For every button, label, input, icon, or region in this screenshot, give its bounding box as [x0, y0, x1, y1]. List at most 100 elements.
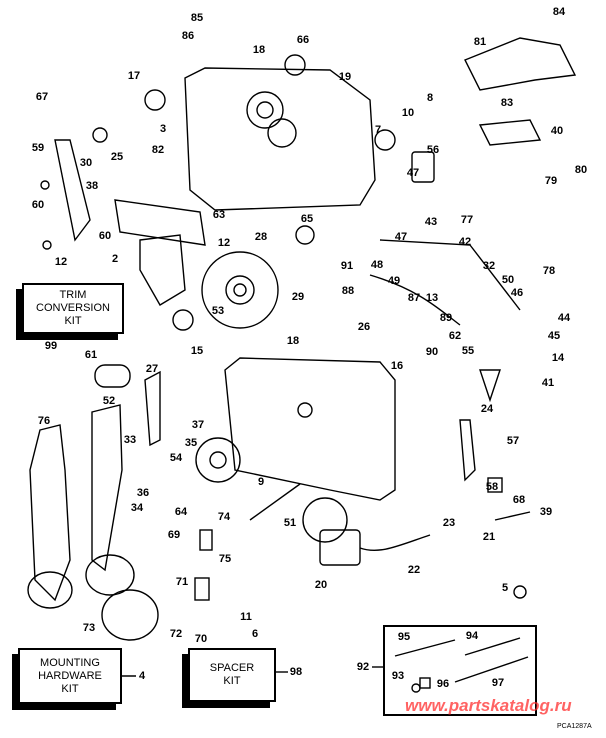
callout-5: 5	[501, 582, 509, 594]
callout-12: 12	[54, 256, 68, 268]
callout-65: 65	[300, 213, 314, 225]
callout-72: 72	[169, 628, 183, 640]
callout-22: 22	[407, 564, 421, 576]
callout-61: 61	[84, 349, 98, 361]
callout-48: 48	[370, 259, 384, 271]
callout-19: 19	[338, 71, 352, 83]
kit-label: SPACER	[209, 662, 255, 674]
callout-83: 83	[500, 97, 514, 109]
lower-housing	[224, 357, 396, 501]
callout-64: 64	[174, 506, 188, 518]
callout-89: 89	[439, 312, 453, 324]
kit-label: HARDWARE	[38, 669, 102, 682]
kit-92-box	[383, 625, 537, 716]
callout-16: 16	[390, 360, 404, 372]
kit-label: MOUNTING	[40, 656, 100, 669]
callout-77: 77	[460, 214, 474, 226]
kit-label: KIT	[61, 682, 79, 695]
callout-11: 11	[240, 611, 252, 623]
callout-21: 21	[482, 531, 496, 543]
callout-68: 68	[512, 494, 526, 506]
callout-29: 29	[291, 291, 305, 303]
callout-26: 26	[357, 321, 371, 333]
kit-label: TRIM	[59, 289, 87, 301]
handle-52	[91, 404, 123, 572]
callout-60: 60	[31, 199, 45, 211]
callout-60: 60	[98, 230, 112, 242]
cam-wheel	[201, 251, 279, 329]
callout-13: 13	[425, 292, 439, 304]
callout-71: 71	[175, 576, 189, 588]
callout-6: 6	[251, 628, 259, 640]
callout-91: 91	[340, 260, 354, 272]
watermark: www.partskatalog.ru	[405, 696, 572, 715]
callout-88: 88	[341, 285, 355, 297]
callout-50: 50	[501, 274, 515, 286]
callout-95: 95	[397, 631, 411, 643]
callout-78: 78	[542, 265, 556, 277]
callout-10: 10	[401, 107, 415, 119]
callout-69: 69	[167, 529, 181, 541]
callout-51: 51	[283, 517, 297, 529]
callout-97: 97	[491, 677, 505, 689]
kit-label: KIT	[64, 315, 82, 327]
kit-label: CONVERSION	[36, 302, 110, 314]
callout-42: 42	[458, 236, 472, 248]
callout-82: 82	[151, 144, 165, 156]
callout-56: 56	[426, 144, 440, 156]
handle-76	[29, 424, 71, 602]
drawing-code: PCA1287A	[557, 723, 592, 730]
callout-47: 47	[406, 167, 420, 179]
callout-75: 75	[218, 553, 232, 565]
callout-15: 15	[190, 345, 204, 357]
callout-99: 99	[44, 340, 58, 352]
callout-28: 28	[254, 231, 268, 243]
callout-4: 4	[138, 670, 146, 682]
callout-38: 38	[85, 180, 99, 192]
callout-8: 8	[426, 92, 434, 104]
callout-52: 52	[102, 395, 116, 407]
callout-98: 98	[289, 666, 303, 678]
callout-79: 79	[544, 175, 558, 187]
callout-27: 27	[145, 363, 159, 375]
callout-93: 93	[391, 670, 405, 682]
callout-58: 58	[485, 481, 499, 493]
callout-9: 9	[257, 476, 265, 488]
callout-96: 96	[436, 678, 450, 690]
callout-84: 84	[552, 6, 566, 18]
callout-35: 35	[184, 437, 198, 449]
callout-81: 81	[473, 36, 487, 48]
callout-32: 32	[482, 260, 496, 272]
callout-53: 53	[211, 305, 225, 317]
callout-70: 70	[194, 633, 208, 645]
callout-45: 45	[547, 330, 561, 342]
callout-23: 23	[442, 517, 456, 529]
callout-20: 20	[314, 579, 328, 591]
callout-36: 36	[136, 487, 150, 499]
callout-37: 37	[191, 419, 205, 431]
callout-80: 80	[574, 164, 588, 176]
callout-66: 66	[296, 34, 310, 46]
callout-86: 86	[181, 30, 195, 42]
callout-94: 94	[465, 630, 479, 642]
callout-55: 55	[461, 345, 475, 357]
callout-92: 92	[356, 661, 370, 673]
callout-18: 18	[252, 44, 266, 56]
callout-54: 54	[169, 452, 183, 464]
callout-63: 63	[212, 209, 226, 221]
callout-59: 59	[31, 142, 45, 154]
callout-39: 39	[539, 506, 553, 518]
callout-33: 33	[123, 434, 137, 446]
callout-57: 57	[506, 435, 520, 447]
callout-30: 30	[79, 157, 93, 169]
upper-housing	[184, 67, 376, 211]
callout-7: 7	[374, 124, 382, 136]
callout-24: 24	[480, 403, 494, 415]
callout-73: 73	[82, 622, 96, 634]
callout-44: 44	[557, 312, 571, 324]
